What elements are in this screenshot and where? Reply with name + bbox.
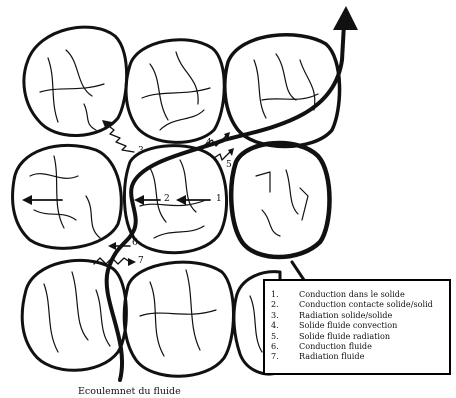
legend-item: 4.Solide fluide convection xyxy=(271,320,445,330)
grain-top-middle xyxy=(126,40,224,143)
marker-2: 2 xyxy=(164,194,170,204)
legend-item-text: Radiation solide/solide xyxy=(299,310,392,320)
legend-box: 1.Conduction dans le solide 2.Conduction… xyxy=(263,279,451,375)
arrow-2-icon xyxy=(134,195,144,205)
marker-3: 3 xyxy=(138,146,144,156)
grain-bottom-left xyxy=(22,260,126,370)
legend-item: 1.Conduction dans le solide xyxy=(271,289,445,299)
grain-top-right xyxy=(225,35,340,147)
arrow-6-icon xyxy=(108,242,116,250)
legend-pointer xyxy=(292,262,304,280)
arrow-5-icon xyxy=(228,148,234,156)
marker-7: 7 xyxy=(138,256,144,266)
grain-bottom-middle xyxy=(124,262,233,376)
legend-item-text: Solide fluide convection xyxy=(299,320,397,330)
marker-5: 5 xyxy=(226,160,232,170)
grain-middle-right xyxy=(231,143,329,257)
legend-item: 6.Conduction fluide xyxy=(271,341,445,351)
legend-item-text: Conduction fluide xyxy=(299,341,372,351)
legend-item-text: Conduction dans le solide xyxy=(299,289,405,299)
arrow-conduction-left-icon xyxy=(22,195,32,205)
legend-item: 7.Radiation fluide xyxy=(271,351,445,361)
legend-item: 2.Conduction contacte solide/solid xyxy=(271,299,445,309)
legend-list: 1.Conduction dans le solide 2.Conduction… xyxy=(271,289,445,362)
marker-4: 4 xyxy=(206,138,212,148)
flow-arrowhead xyxy=(333,6,358,30)
marker-6: 6 xyxy=(132,238,138,248)
legend-item: 3.Radiation solide/solide xyxy=(271,310,445,320)
legend-item: 5.Solide fluide radiation xyxy=(271,331,445,341)
legend-item-text: Radiation fluide xyxy=(299,351,364,361)
arrow-7-icon xyxy=(128,258,136,266)
marker-1: 1 xyxy=(216,194,222,204)
legend-item-text: Conduction contacte solide/solid xyxy=(299,299,433,309)
grain-top-left xyxy=(24,27,127,135)
flow-caption: Ecoulemnet du fluide xyxy=(78,386,181,397)
legend-item-text: Solide fluide radiation xyxy=(299,331,390,341)
arrow-1-icon xyxy=(176,195,186,205)
